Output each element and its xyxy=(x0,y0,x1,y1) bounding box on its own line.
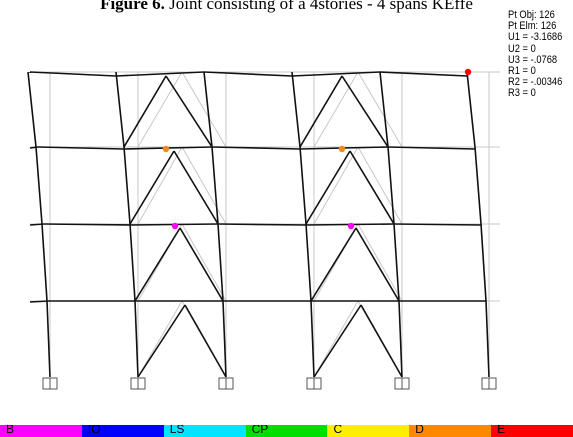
deformed-beam xyxy=(37,146,125,150)
readout-line-u1: U1 = -3.1686 xyxy=(508,31,563,44)
deformed-column xyxy=(35,146,43,225)
deformed-brace xyxy=(134,227,181,302)
deformed-column xyxy=(291,71,301,148)
deformed-brace xyxy=(173,150,219,225)
deformed-column xyxy=(41,223,48,302)
legend-segment-e: E xyxy=(491,425,573,437)
readout-line-r3: R3 = 0 xyxy=(508,87,536,100)
undeformed-brace xyxy=(181,223,227,302)
deformed-column xyxy=(379,71,389,148)
deformed-brace xyxy=(313,304,362,378)
legend-label-ls: LS xyxy=(169,425,185,436)
legend-segment-d: D xyxy=(409,425,492,437)
deformed-column xyxy=(485,300,490,378)
deformed-column xyxy=(299,146,307,225)
readout-line-r2: R2 = -.00346 xyxy=(508,76,563,89)
legend-segment-ls: LS xyxy=(163,425,246,437)
deformed-column xyxy=(222,300,227,378)
deformed-brace xyxy=(179,227,224,302)
deformed-beam xyxy=(43,223,131,226)
legend-label-b: B xyxy=(6,425,15,436)
legend-label-c: C xyxy=(333,425,343,436)
deformed-column xyxy=(398,300,403,378)
deformed-column xyxy=(393,223,400,302)
deformed-beam xyxy=(115,71,205,77)
deformed-brace xyxy=(310,227,357,302)
deformed-column xyxy=(305,223,312,302)
deformed-column xyxy=(46,300,51,378)
deformed-column xyxy=(203,71,213,148)
deformed-beam xyxy=(203,71,293,77)
legend-segment-cp: CP xyxy=(245,425,328,437)
legend-label-cp: CP xyxy=(251,425,269,436)
undeformed-brace xyxy=(357,146,403,225)
deformed-beam xyxy=(291,71,381,77)
supports xyxy=(42,377,497,390)
deformed-brace xyxy=(123,75,167,148)
deformed-column xyxy=(27,71,37,148)
deformed-column xyxy=(387,146,395,225)
undeformed-brace xyxy=(137,71,183,148)
deformed-brace xyxy=(299,75,343,148)
deformed-beam xyxy=(211,146,301,150)
readout-line-r1: R1 = 0 xyxy=(508,65,536,78)
deformed-column xyxy=(134,300,139,378)
deformed-frame xyxy=(27,71,490,378)
undeformed-brace xyxy=(357,71,403,148)
deformed-column xyxy=(466,71,476,148)
deformed-column xyxy=(129,223,136,302)
deformed-column xyxy=(310,300,315,378)
undeformed-brace xyxy=(313,71,359,148)
deformed-brace xyxy=(360,304,403,378)
deformed-beam xyxy=(387,146,476,150)
deformed-beam xyxy=(29,300,50,303)
figure-label: Figure 6. xyxy=(100,0,165,13)
legend-segment-c: C xyxy=(327,425,410,437)
legend-label-e: E xyxy=(497,425,506,436)
hinge-point-e xyxy=(464,68,472,76)
deformed-column xyxy=(480,223,487,302)
undeformed-brace xyxy=(357,223,403,302)
hinge-point-b xyxy=(171,222,179,230)
deformed-beam xyxy=(217,223,307,226)
deformed-brace xyxy=(355,227,400,302)
undeformed-brace xyxy=(313,146,359,225)
deformed-column xyxy=(115,71,125,148)
readout-line-elm: Pt Elm: 126 xyxy=(508,20,557,33)
hinge-point-b xyxy=(347,222,355,230)
deformed-brace xyxy=(305,150,351,225)
deformed-beam xyxy=(29,71,117,77)
deformed-column xyxy=(217,223,224,302)
legend-label-io: IO xyxy=(87,425,101,436)
deformed-column xyxy=(211,146,219,225)
plastic-hinges xyxy=(162,68,472,230)
deformed-brace xyxy=(129,150,175,225)
deformed-beam xyxy=(393,223,482,226)
figure-caption-text: Joint consisting of a 4stories - 4 spans… xyxy=(164,0,473,13)
hinge-point-d xyxy=(338,145,346,153)
readout-line-obj: Pt Obj: 126 xyxy=(508,9,555,21)
hinge-point-d xyxy=(162,145,170,153)
legend-segment-b: B xyxy=(0,425,82,437)
deformed-beam xyxy=(379,71,468,77)
undeformed-brace xyxy=(181,146,227,225)
legend-label-d: D xyxy=(415,425,424,436)
deformed-brace xyxy=(184,304,227,378)
deformed-column xyxy=(474,146,482,225)
deformed-brace xyxy=(341,75,389,148)
hinge-state-legend: B IO LS CP C D E xyxy=(0,425,573,437)
deformed-brace xyxy=(349,150,395,225)
readout-line-u2: U2 = 0 xyxy=(508,42,536,55)
legend-segment-io: IO xyxy=(81,425,164,437)
deformed-brace xyxy=(165,75,213,148)
undeformed-brace xyxy=(181,71,227,148)
figure-caption: Figure 6. Joint consisting of a 4stories… xyxy=(0,0,573,14)
point-readout: Pt Obj: 126 Pt Elm: 126 U1 = -3.1686 U2 … xyxy=(508,9,563,100)
readout-line-u3: U3 = -.0768 xyxy=(508,53,558,66)
undeformed-brace xyxy=(137,146,183,225)
deformed-brace xyxy=(137,304,186,378)
deformed-column xyxy=(123,146,131,225)
